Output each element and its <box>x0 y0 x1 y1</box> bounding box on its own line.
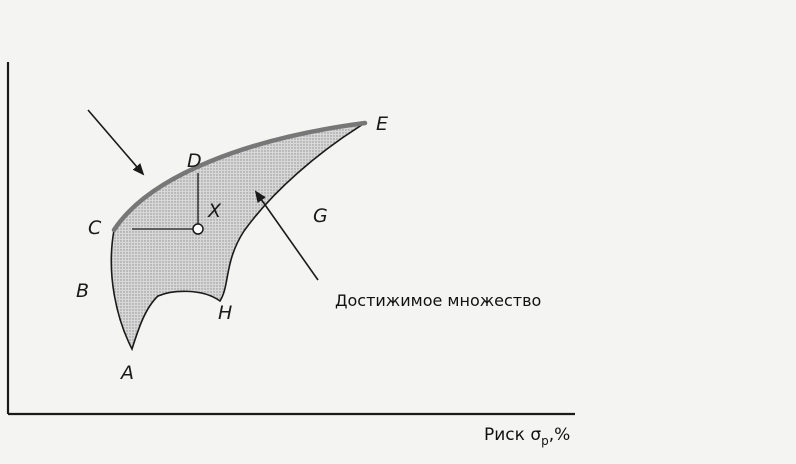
frontier-arrow <box>87 109 145 176</box>
label-point-a: A <box>119 362 134 384</box>
label-point-d: D <box>187 150 202 172</box>
label-point-e: E <box>376 113 388 135</box>
point-x-marker <box>192 223 204 235</box>
x-axis-label-main: Риск σ <box>484 425 541 445</box>
attainable-set-region <box>110 122 366 352</box>
label-point-x: X <box>207 200 222 222</box>
efficient-frontier <box>111 120 368 233</box>
x-axis-label: Риск σp,% <box>484 425 570 448</box>
x-axis-label-sub: p <box>541 434 549 448</box>
x-axis-label-unit: ,% <box>549 425 571 445</box>
label-point-c: C <box>88 217 102 239</box>
region-label-arrow <box>254 190 319 281</box>
label-point-g: G <box>313 205 328 227</box>
label-point-h: H <box>218 302 232 324</box>
label-point-b: B <box>76 280 89 302</box>
attainable-set-label: Достижимое множество <box>335 291 541 310</box>
